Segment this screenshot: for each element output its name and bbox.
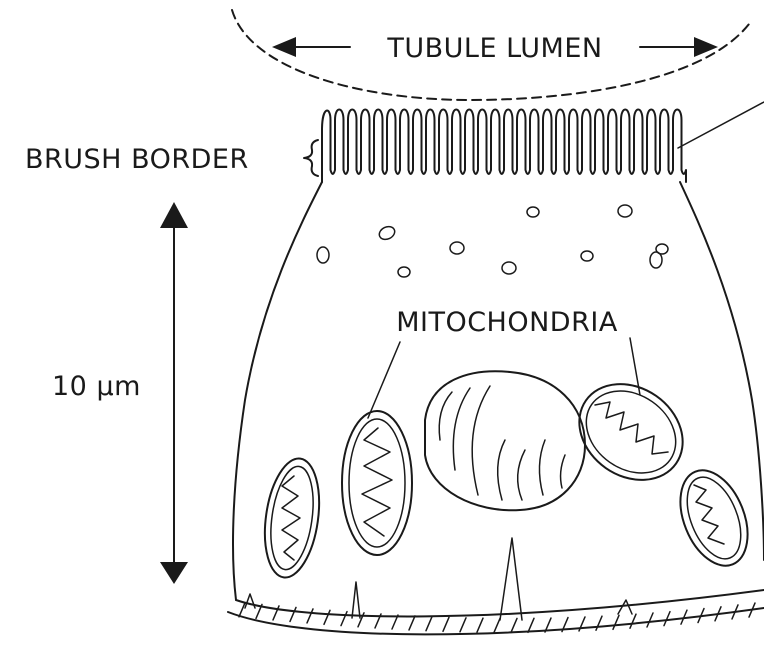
basal-tick [664, 612, 670, 626]
basal-tick [528, 618, 534, 632]
basal-projection-1 [352, 582, 360, 618]
brush-border-label: BRUSH BORDER [25, 144, 249, 175]
basement-membrane-inner [236, 590, 764, 616]
brush-border-leader [678, 102, 764, 148]
mitochondrion-3 [561, 364, 702, 499]
mitochondrion-2 [342, 411, 412, 555]
mitochondrion-1 [258, 455, 326, 581]
basal-tick [477, 618, 483, 632]
mitochondria-leader-left [368, 342, 400, 418]
brush-border-bracket [304, 140, 318, 176]
lumen-label: TUBULE LUMEN [386, 33, 602, 64]
basal-tick [494, 618, 500, 632]
basal-tick [443, 617, 449, 631]
basal-tick [613, 615, 619, 629]
mitochondrion-4 [667, 460, 760, 575]
basal-tick [460, 618, 466, 632]
basal-infoldings [239, 603, 755, 633]
basal-tick [630, 614, 636, 628]
mitochondria-label: MITOCHONDRIA [396, 307, 618, 338]
basal-tick [409, 616, 415, 630]
basal-tick [307, 609, 313, 623]
basal-tick [341, 612, 347, 626]
scale-label: 10 µm [52, 371, 141, 402]
basal-tick [596, 616, 602, 630]
nucleus [425, 371, 585, 510]
basal-tick [324, 610, 330, 624]
vesicles [317, 205, 668, 277]
basal-projection-2 [500, 538, 522, 620]
basal-tick [647, 613, 653, 627]
basal-tick [290, 607, 296, 621]
basal-tick [511, 618, 517, 632]
cell-membrane-right [680, 182, 764, 560]
scale-bar [160, 202, 188, 584]
basal-projection-4 [245, 594, 255, 608]
basal-tick [426, 617, 432, 631]
brush-border-microvilli [322, 110, 686, 183]
basal-tick [239, 603, 245, 617]
